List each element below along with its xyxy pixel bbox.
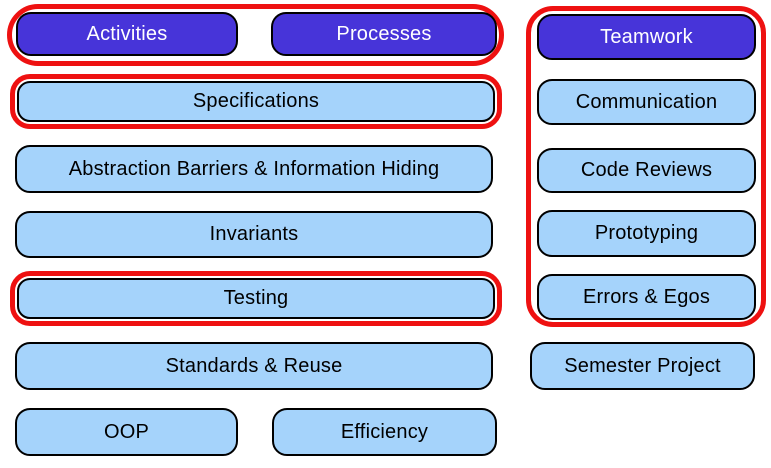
node-code-reviews: Code Reviews <box>537 148 756 193</box>
node-communication: Communication <box>537 79 756 125</box>
node-activities: Activities <box>16 12 238 56</box>
node-teamwork: Teamwork <box>537 14 756 60</box>
node-specifications: Specifications <box>17 81 495 122</box>
node-invariants: Invariants <box>15 211 493 258</box>
node-processes: Processes <box>271 12 497 56</box>
node-efficiency: Efficiency <box>272 408 497 456</box>
node-errors-egos: Errors & Egos <box>537 274 756 320</box>
node-standards-reuse: Standards & Reuse <box>15 342 493 390</box>
node-prototyping: Prototyping <box>537 210 756 257</box>
node-oop: OOP <box>15 408 238 456</box>
highlight-testing <box>10 271 502 326</box>
highlight-specifications <box>10 74 502 129</box>
highlight-activities-processes-group <box>7 4 504 66</box>
node-abstraction-barriers: Abstraction Barriers & Information Hidin… <box>15 145 493 193</box>
node-testing: Testing <box>17 278 495 319</box>
node-semester-project: Semester Project <box>530 342 755 390</box>
highlight-teamwork-group <box>526 6 766 327</box>
